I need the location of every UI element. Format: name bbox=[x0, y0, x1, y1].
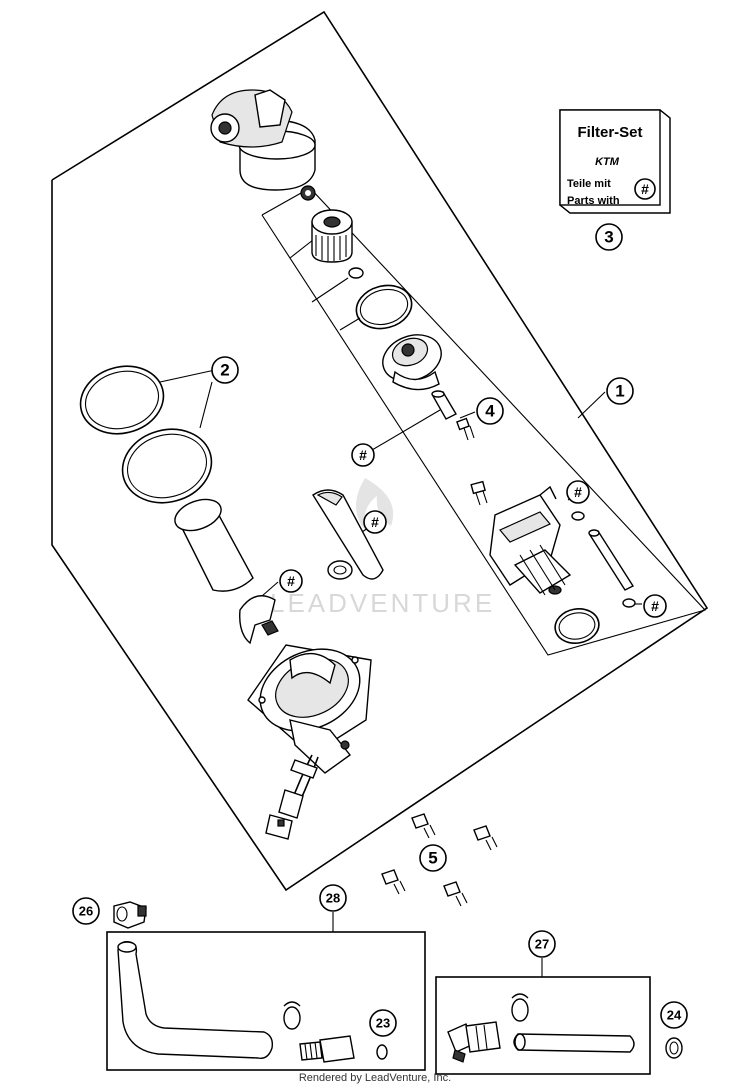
svg-text:#: # bbox=[287, 573, 295, 589]
hash-marker: # bbox=[566, 480, 590, 504]
o-ring-large-2 bbox=[121, 428, 213, 504]
filter-set-line2: Parts with bbox=[567, 195, 620, 207]
svg-text:#: # bbox=[574, 484, 582, 500]
callout-24: 24 bbox=[660, 1001, 688, 1029]
callout-4: 4 bbox=[476, 397, 504, 425]
watermark: LEADVENTURE bbox=[270, 478, 495, 618]
svg-text:24: 24 bbox=[667, 1008, 682, 1023]
svg-text:3: 3 bbox=[604, 228, 613, 247]
bolt bbox=[473, 825, 498, 851]
retainer bbox=[239, 595, 279, 645]
ring-24 bbox=[665, 1037, 683, 1059]
bolt bbox=[443, 881, 468, 907]
injector bbox=[447, 1021, 501, 1063]
svg-text:#: # bbox=[651, 598, 659, 614]
o-ring-large-1 bbox=[79, 365, 165, 435]
assembly-outline bbox=[51, 10, 709, 892]
wiring-harness bbox=[265, 754, 319, 840]
svg-text:27: 27 bbox=[535, 937, 549, 952]
callout-5: 5 bbox=[419, 844, 447, 872]
fuel-filter bbox=[311, 209, 353, 263]
pump-housing-top bbox=[210, 89, 316, 191]
watermark-text: LEADVENTURE bbox=[270, 588, 495, 618]
svg-text:1: 1 bbox=[615, 382, 624, 401]
hash-marker: # bbox=[643, 594, 667, 618]
fuel-pump-motor bbox=[489, 485, 572, 596]
footer-credit: Rendered by LeadVenture, Inc. bbox=[299, 1072, 451, 1084]
injector-kit-box bbox=[435, 958, 651, 1075]
callout-1: 1 bbox=[606, 377, 634, 405]
o-ring-lower bbox=[554, 608, 600, 644]
clamp bbox=[327, 560, 353, 580]
svg-text:5: 5 bbox=[428, 849, 437, 868]
o-ring-fitting bbox=[376, 1044, 388, 1060]
callout-28: 28 bbox=[319, 884, 347, 912]
filter-set-hash: # bbox=[641, 181, 649, 197]
callout-2: 2 bbox=[211, 356, 239, 384]
clip-26 bbox=[113, 901, 147, 929]
pressure-regulator bbox=[382, 334, 442, 391]
callout-26: 26 bbox=[72, 897, 100, 925]
callout-3: 3 bbox=[595, 223, 623, 251]
washer bbox=[571, 511, 585, 521]
hose-clamp bbox=[283, 1001, 301, 1030]
bracket bbox=[312, 489, 384, 580]
hash-marker: # bbox=[363, 510, 387, 534]
bolt bbox=[411, 813, 436, 839]
hose bbox=[513, 1033, 635, 1053]
svg-text:#: # bbox=[371, 514, 379, 530]
screw-pump bbox=[470, 480, 488, 506]
filter-set-title: Filter-Set bbox=[577, 124, 642, 141]
screw-4 bbox=[456, 417, 475, 441]
hose-kit-box bbox=[106, 912, 426, 1071]
svg-text:2: 2 bbox=[220, 361, 229, 380]
connector-fitting bbox=[299, 1035, 355, 1063]
filter-set-line1: Teile mit bbox=[567, 178, 611, 190]
callout-27: 27 bbox=[528, 930, 556, 958]
sleeve bbox=[431, 390, 457, 420]
svg-text:4: 4 bbox=[485, 402, 495, 421]
o-ring-medium bbox=[355, 284, 413, 330]
svg-text:#: # bbox=[359, 447, 367, 463]
bolt bbox=[381, 869, 406, 895]
pump-flange bbox=[247, 644, 372, 774]
hash-marker: # bbox=[279, 569, 303, 593]
callout-23: 23 bbox=[369, 1009, 397, 1037]
filter-sleeve bbox=[174, 498, 254, 592]
hose-clamp bbox=[511, 993, 529, 1022]
o-ring-small bbox=[348, 267, 364, 279]
tube bbox=[588, 529, 635, 591]
brand-logo: KTM bbox=[595, 156, 620, 168]
svg-text:26: 26 bbox=[79, 904, 93, 919]
filter-set-box: Filter-Set KTM Teile mit Parts with # bbox=[559, 109, 671, 214]
svg-text:23: 23 bbox=[376, 1016, 390, 1031]
washer bbox=[622, 598, 636, 608]
svg-text:28: 28 bbox=[326, 891, 340, 906]
hash-marker: # bbox=[351, 443, 375, 467]
subassembly-outline bbox=[261, 187, 707, 656]
